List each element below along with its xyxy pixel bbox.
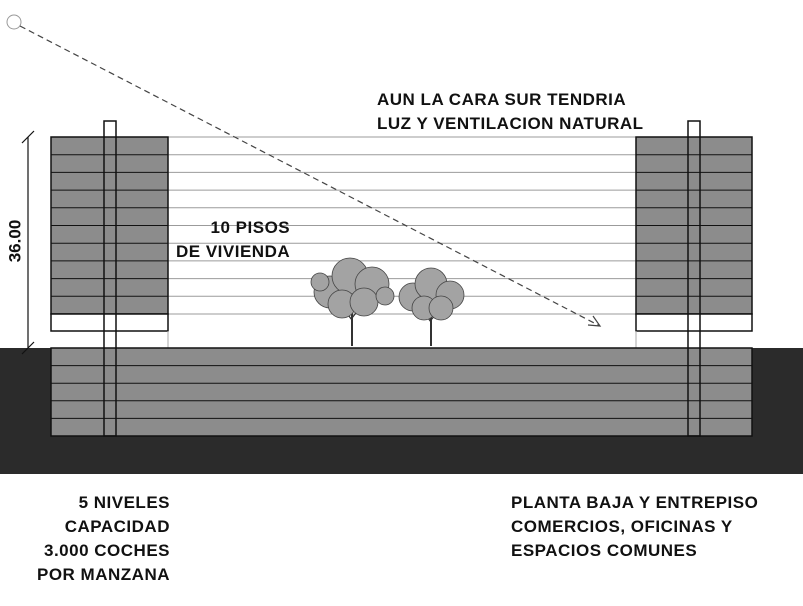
residential-floors-label: 10 PISOS DE VIVIENDA [176,216,290,264]
parking-level-lines [51,365,752,419]
left-tower-floor-lines [51,154,168,297]
parking-line-4: POR MANZANA [37,565,170,584]
left-core [103,120,117,437]
residential-floors-line-2: DE VIVIENDA [176,242,291,261]
parking-body [50,347,753,437]
tree-right [398,267,465,346]
sun-icon [6,14,22,30]
ground-floor-line-3: ESPACIOS COMUNES [511,541,698,560]
tree-left [310,257,395,346]
parking-line-1: 5 NIVELES [78,493,170,512]
left-tower [50,136,169,348]
right-tower-ground-floor [635,313,753,332]
right-core [687,120,701,437]
south-face-note: AUN LA CARA SUR TENDRIA LUZ Y VENTILACIO… [377,88,644,136]
ground-floor-line-2: COMERCIOS, OFICINAS Y [511,517,733,536]
vertical-cores [103,120,701,437]
parking-line-2: CAPACIDAD [64,517,170,536]
south-face-note-line-1: AUN LA CARA SUR TENDRIA [377,90,627,109]
height-dimension-line [21,130,35,355]
parking-line-3: 3.000 COCHES [44,541,170,560]
sun-ray-arrow [6,14,602,327]
left-tower-ground-floor [50,313,169,332]
ground-floor-line-1: PLANTA BAJA Y ENTREPISO [511,493,759,512]
ground-floor-label: PLANTA BAJA Y ENTREPISO COMERCIOS, OFICI… [511,491,758,563]
right-tower-floor-lines [636,154,752,297]
right-tower [635,136,753,348]
parking-label: 5 NIVELES CAPACIDAD 3.000 COCHES POR MAN… [20,491,170,587]
height-dimension-value: 36.00 [5,219,25,263]
parking-block [50,347,753,437]
south-face-note-line-2: LUZ Y VENTILACION NATURAL [377,114,644,133]
residential-floors-line-1: 10 PISOS [210,218,291,237]
